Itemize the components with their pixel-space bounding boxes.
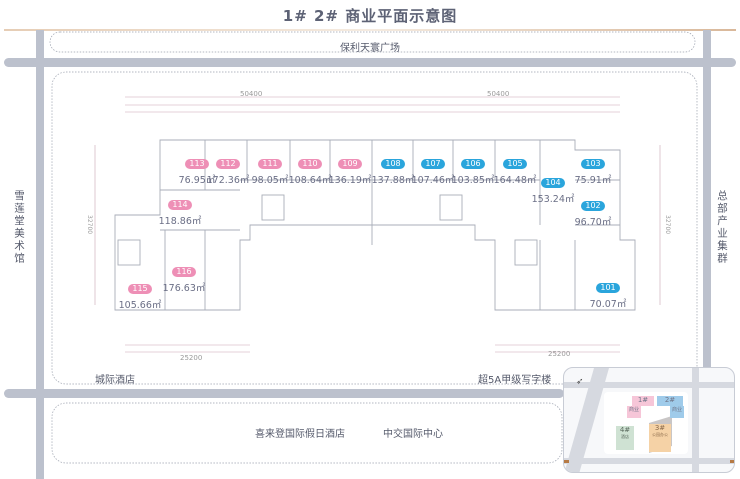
unit-104[interactable]: 104 153.24㎡ (523, 170, 583, 205)
road-right (703, 30, 711, 370)
unit-number-badge: 110 (298, 159, 322, 169)
unit-number-badge: 103 (581, 159, 605, 169)
minimap-building-1-use: 商业 (627, 406, 641, 418)
unit-area: 176.63㎡ (162, 283, 206, 294)
road-left (36, 30, 44, 479)
dimension-top-left: 50400 (240, 90, 263, 98)
minimap-building-1-label: 1# (637, 396, 649, 404)
unit-110[interactable]: 110 108.64㎡ (280, 151, 340, 186)
minimap-building-2-use: 商业 (670, 406, 684, 418)
unit-number-badge: 115 (128, 284, 152, 294)
minimap-building-4: 4#酒店 (616, 426, 634, 450)
unit-109[interactable]: 109 136.19㎡ (320, 151, 380, 186)
road-bottom (4, 389, 564, 398)
unit-116[interactable]: 116 176.63㎡ (154, 259, 214, 294)
unit-108[interactable]: 108 137.88㎡ (363, 151, 423, 186)
dimension-left: 32700 (86, 215, 93, 235)
unit-number-badge: 112 (216, 159, 240, 169)
place-right: 总部产业集群 (716, 190, 728, 265)
unit-number-badge: 108 (381, 159, 405, 169)
unit-107[interactable]: 107 107.46㎡ (403, 151, 463, 186)
north-arrow-icon: ➶ (576, 377, 584, 387)
minimap-building-1: 1# (632, 396, 654, 406)
minimap-building-4-label: 4# (619, 426, 631, 434)
unit-area: 118.86㎡ (158, 216, 202, 227)
unit-113[interactable]: 113 76.95㎡ (167, 151, 227, 186)
place-top: 保利天寰广场 (340, 43, 400, 54)
unit-number-badge: 111 (258, 159, 282, 169)
dimension-bottom-left: 25200 (180, 354, 203, 362)
unit-area: 136.19㎡ (328, 175, 372, 186)
unit-number-badge: 105 (503, 159, 527, 169)
unit-114[interactable]: 114 118.86㎡ (150, 192, 210, 227)
unit-number-badge: 114 (168, 200, 192, 210)
place-bottom-center-right: 中交国际中心 (383, 429, 443, 440)
minimap-building-2: 2# (657, 396, 683, 406)
unit-101[interactable]: 101 70.07㎡ (578, 275, 638, 310)
page-title: 1# 2# 商业平面示意图 (282, 7, 458, 25)
unit-number-badge: 113 (185, 159, 209, 169)
minimap-roads (564, 368, 734, 472)
unit-number-badge: 102 (581, 201, 605, 211)
minimap-building-3-use: 公园办公 (652, 432, 668, 437)
dimension-bottom-right: 25200 (548, 350, 571, 358)
dimension-right: 32700 (664, 215, 671, 235)
unit-111[interactable]: 111 98.05㎡ (240, 151, 300, 186)
unit-area: 98.05㎡ (251, 175, 289, 186)
unit-area: 137.88㎡ (371, 175, 415, 186)
unit-area: 153.24㎡ (531, 194, 575, 205)
unit-112[interactable]: 112 172.36㎡ (198, 151, 258, 186)
unit-number-badge: 107 (421, 159, 445, 169)
unit-area: 107.46㎡ (411, 175, 455, 186)
place-bottom-left: 城际酒店 (95, 375, 135, 386)
unit-number-badge: 101 (596, 283, 620, 293)
unit-115[interactable]: 115 105.66㎡ (110, 276, 170, 311)
road-top (4, 58, 736, 67)
minimap-building-2-label: 2# (664, 396, 676, 404)
header-divider (4, 29, 736, 31)
location-minimap: 1# 商业 2# 商业 3#公园办公 4#酒店 ➶ (563, 367, 735, 473)
minimap-building-3: 3#公园办公 (649, 424, 671, 452)
unit-106[interactable]: 106 103.85㎡ (443, 151, 503, 186)
place-bottom-center-left: 喜来登国际假日酒店 (255, 429, 345, 440)
unit-number-badge: 116 (172, 267, 196, 277)
unit-103[interactable]: 103 75.91㎡ (563, 151, 623, 186)
place-bottom-right: 超5A甲级写字楼 (478, 375, 552, 386)
minimap-building-3-label: 3# (654, 424, 666, 432)
unit-area: 103.85㎡ (451, 175, 495, 186)
unit-area: 70.07㎡ (589, 299, 627, 310)
unit-area: 75.91㎡ (574, 175, 612, 186)
unit-number-badge: 109 (338, 159, 362, 169)
unit-area: 108.64㎡ (288, 175, 332, 186)
unit-area: 164.48㎡ (493, 175, 537, 186)
minimap-building-4-use: 酒店 (621, 434, 629, 439)
unit-area: 76.95㎡ (178, 175, 216, 186)
unit-area: 96.70㎡ (574, 217, 612, 228)
unit-105[interactable]: 105 164.48㎡ (485, 151, 545, 186)
dimension-top-right: 50400 (487, 90, 510, 98)
unit-102[interactable]: 102 96.70㎡ (563, 193, 623, 228)
unit-number-badge: 106 (461, 159, 485, 169)
unit-area: 172.36㎡ (206, 175, 250, 186)
unit-area: 105.66㎡ (118, 300, 162, 311)
unit-number-badge: 104 (541, 178, 565, 188)
place-left: 雪莲堂美术馆 (13, 190, 25, 265)
